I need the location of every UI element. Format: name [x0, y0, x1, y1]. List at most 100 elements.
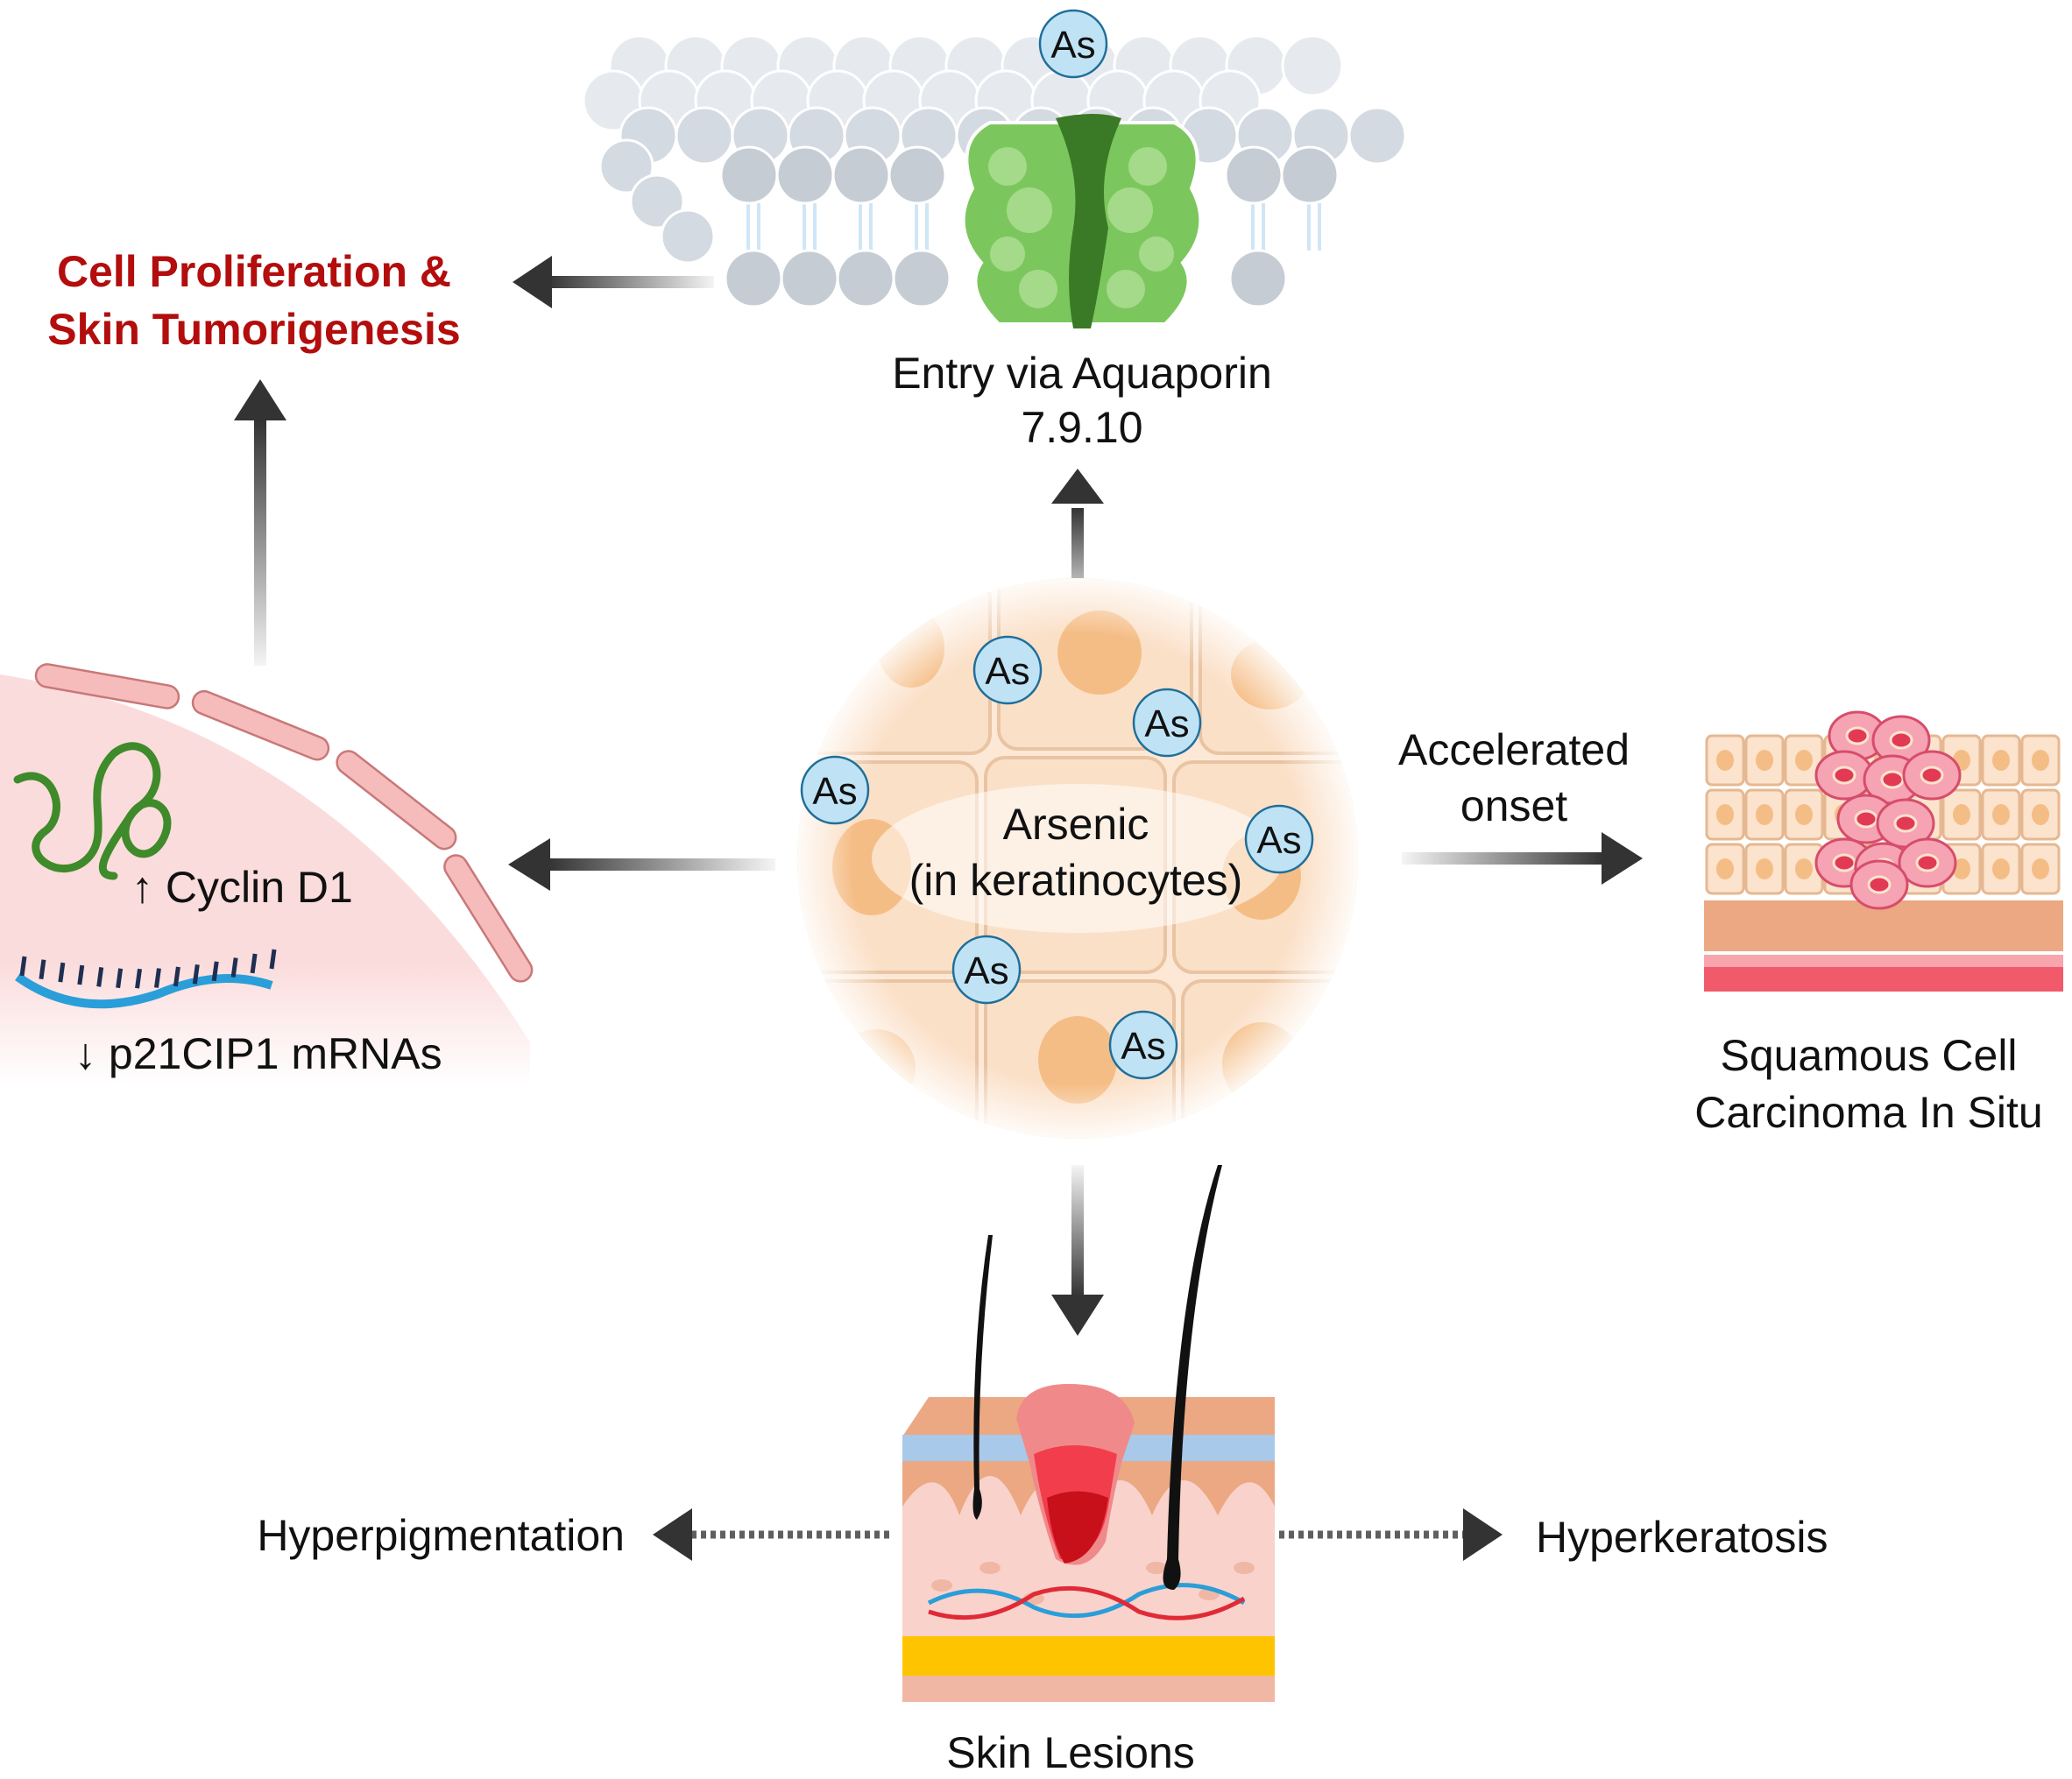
arsenic-ion: As — [1244, 804, 1314, 874]
svg-text:As: As — [1256, 819, 1301, 862]
arsenic-ion: As — [951, 935, 1022, 1005]
lipid-head — [831, 145, 891, 205]
mrna-base — [173, 966, 180, 987]
arsenic-ion: As — [1132, 688, 1202, 758]
tumor-nucleus — [1893, 814, 1918, 833]
hyperpigmentation-label: Hyperpigmentation — [257, 1511, 625, 1560]
lipid-head — [1224, 145, 1284, 205]
svg-text:As: As — [964, 950, 1008, 992]
arrow-genes-to-proliferation — [234, 379, 286, 666]
lipid-head — [629, 173, 685, 229]
tumor-nucleus — [1832, 766, 1856, 785]
mrna-base — [116, 968, 124, 989]
entry-label-line1: Entry via Aquaporin — [892, 349, 1272, 398]
mrna-base — [250, 953, 258, 974]
arsenic-ion-top: As — [1038, 9, 1108, 79]
arrow-membrane-to-proliferation — [513, 256, 714, 308]
lipid-head — [836, 249, 895, 308]
aquaporin-channel — [961, 114, 1203, 328]
cell-nucleus — [1716, 858, 1734, 879]
mrna-base — [58, 962, 66, 983]
arsenic-ions-center: As As As As As As — [800, 635, 1314, 1080]
mrna-base — [211, 961, 219, 982]
arrow-center-to-scc — [1402, 832, 1643, 885]
lipid-head — [1280, 145, 1340, 205]
lipid-head — [780, 249, 839, 308]
p21-mrna-label: ↓ p21CIP1 mRNAs — [74, 1029, 442, 1078]
mrna-base — [269, 949, 277, 970]
tumor-nucleus — [1867, 875, 1892, 894]
scc-label-line1: Squamous Cell — [1720, 1031, 2017, 1080]
arrow-lesion-to-hyperpigmentation — [653, 1508, 889, 1561]
mrna-base — [19, 956, 27, 977]
tumor-nucleus — [1889, 731, 1913, 750]
lipid-head — [598, 138, 654, 194]
scc-label-line2: Carcinoma In Situ — [1694, 1088, 2042, 1137]
lipid-head — [675, 106, 734, 166]
mrna-base — [77, 964, 85, 985]
squamous-cell-carcinoma-illustration — [1704, 710, 2063, 992]
proliferation-label-line2: Skin Tumorigenesis — [47, 305, 460, 354]
mrna-base — [230, 957, 238, 978]
lipid-head — [1281, 34, 1344, 97]
arrow-center-to-lesions — [1051, 1165, 1104, 1336]
arsenic-ion: As — [972, 635, 1043, 705]
cell-nucleus — [1992, 804, 2010, 825]
cell-nucleus — [1756, 858, 1773, 879]
cell-nucleus — [1992, 858, 2010, 879]
cell-nucleus — [1756, 750, 1773, 771]
cell-nucleus — [2032, 858, 2049, 879]
skin-lesion-illustration — [902, 1165, 1275, 1702]
mrna-base — [135, 968, 143, 989]
cell-nucleus — [1953, 858, 1970, 879]
arrow-center-to-genes — [508, 838, 775, 891]
svg-text:As: As — [812, 770, 857, 813]
entry-label-line2: 7.9.10 — [1021, 403, 1142, 452]
svg-text:As: As — [1050, 24, 1095, 67]
lipid-head — [887, 145, 947, 205]
cell-nucleus — [1795, 858, 1813, 879]
tumor-nucleus — [1832, 853, 1856, 872]
mrna-base — [96, 967, 104, 987]
cell-nucleus — [1953, 804, 1970, 825]
cell-nucleus — [1795, 750, 1813, 771]
cell-nucleus — [1716, 804, 1734, 825]
lipid-head — [719, 145, 779, 205]
cell-nucleus — [1992, 750, 2010, 771]
mrna-base — [39, 959, 46, 980]
lipid-head — [892, 249, 951, 308]
arsenic-label-line1: Arsenic — [1003, 800, 1149, 849]
svg-text:As: As — [985, 650, 1029, 693]
arsenic-ion: As — [800, 755, 870, 825]
lipid-head — [775, 145, 835, 205]
svg-text:As: As — [1144, 702, 1189, 745]
labels: Entry via Aquaporin 7.9.10 Cell Prolifer… — [47, 247, 2042, 1777]
accelerated-label-line1: Accelerated — [1398, 725, 1630, 774]
hyperkeratosis-label: Hyperkeratosis — [1536, 1513, 1828, 1562]
accelerated-label-line2: onset — [1460, 781, 1567, 830]
arsenic-label-line2: (in keratinocytes) — [909, 856, 1243, 905]
arsenic-ion: As — [1108, 1010, 1178, 1080]
arrow-lesion-to-hyperkeratosis — [1279, 1508, 1503, 1561]
p21-mrna-icon — [15, 949, 277, 1009]
svg-text:As: As — [1121, 1025, 1165, 1068]
cyclin-d1-label: ↑ Cyclin D1 — [131, 863, 353, 912]
lipid-head — [660, 208, 716, 265]
cell-nucleus — [1716, 750, 1734, 771]
tumor-nucleus — [1854, 809, 1878, 829]
tumor-nucleus — [1915, 853, 1940, 872]
tumor-nucleus — [1920, 766, 1944, 785]
cell-nucleus — [1756, 804, 1773, 825]
lipid-head — [1347, 106, 1407, 166]
mrna-base — [153, 968, 161, 988]
tumor-nucleus — [1845, 726, 1870, 745]
tumor-nucleus — [1880, 770, 1905, 789]
lipid-head — [1228, 249, 1288, 308]
cell-nucleus — [2032, 750, 2049, 771]
skin-lesions-label: Skin Lesions — [946, 1728, 1195, 1775]
keratinocyte-cluster — [797, 578, 1358, 1139]
cyclin-d1-dna-icon — [13, 742, 172, 880]
cell-nucleus — [1795, 804, 1813, 825]
